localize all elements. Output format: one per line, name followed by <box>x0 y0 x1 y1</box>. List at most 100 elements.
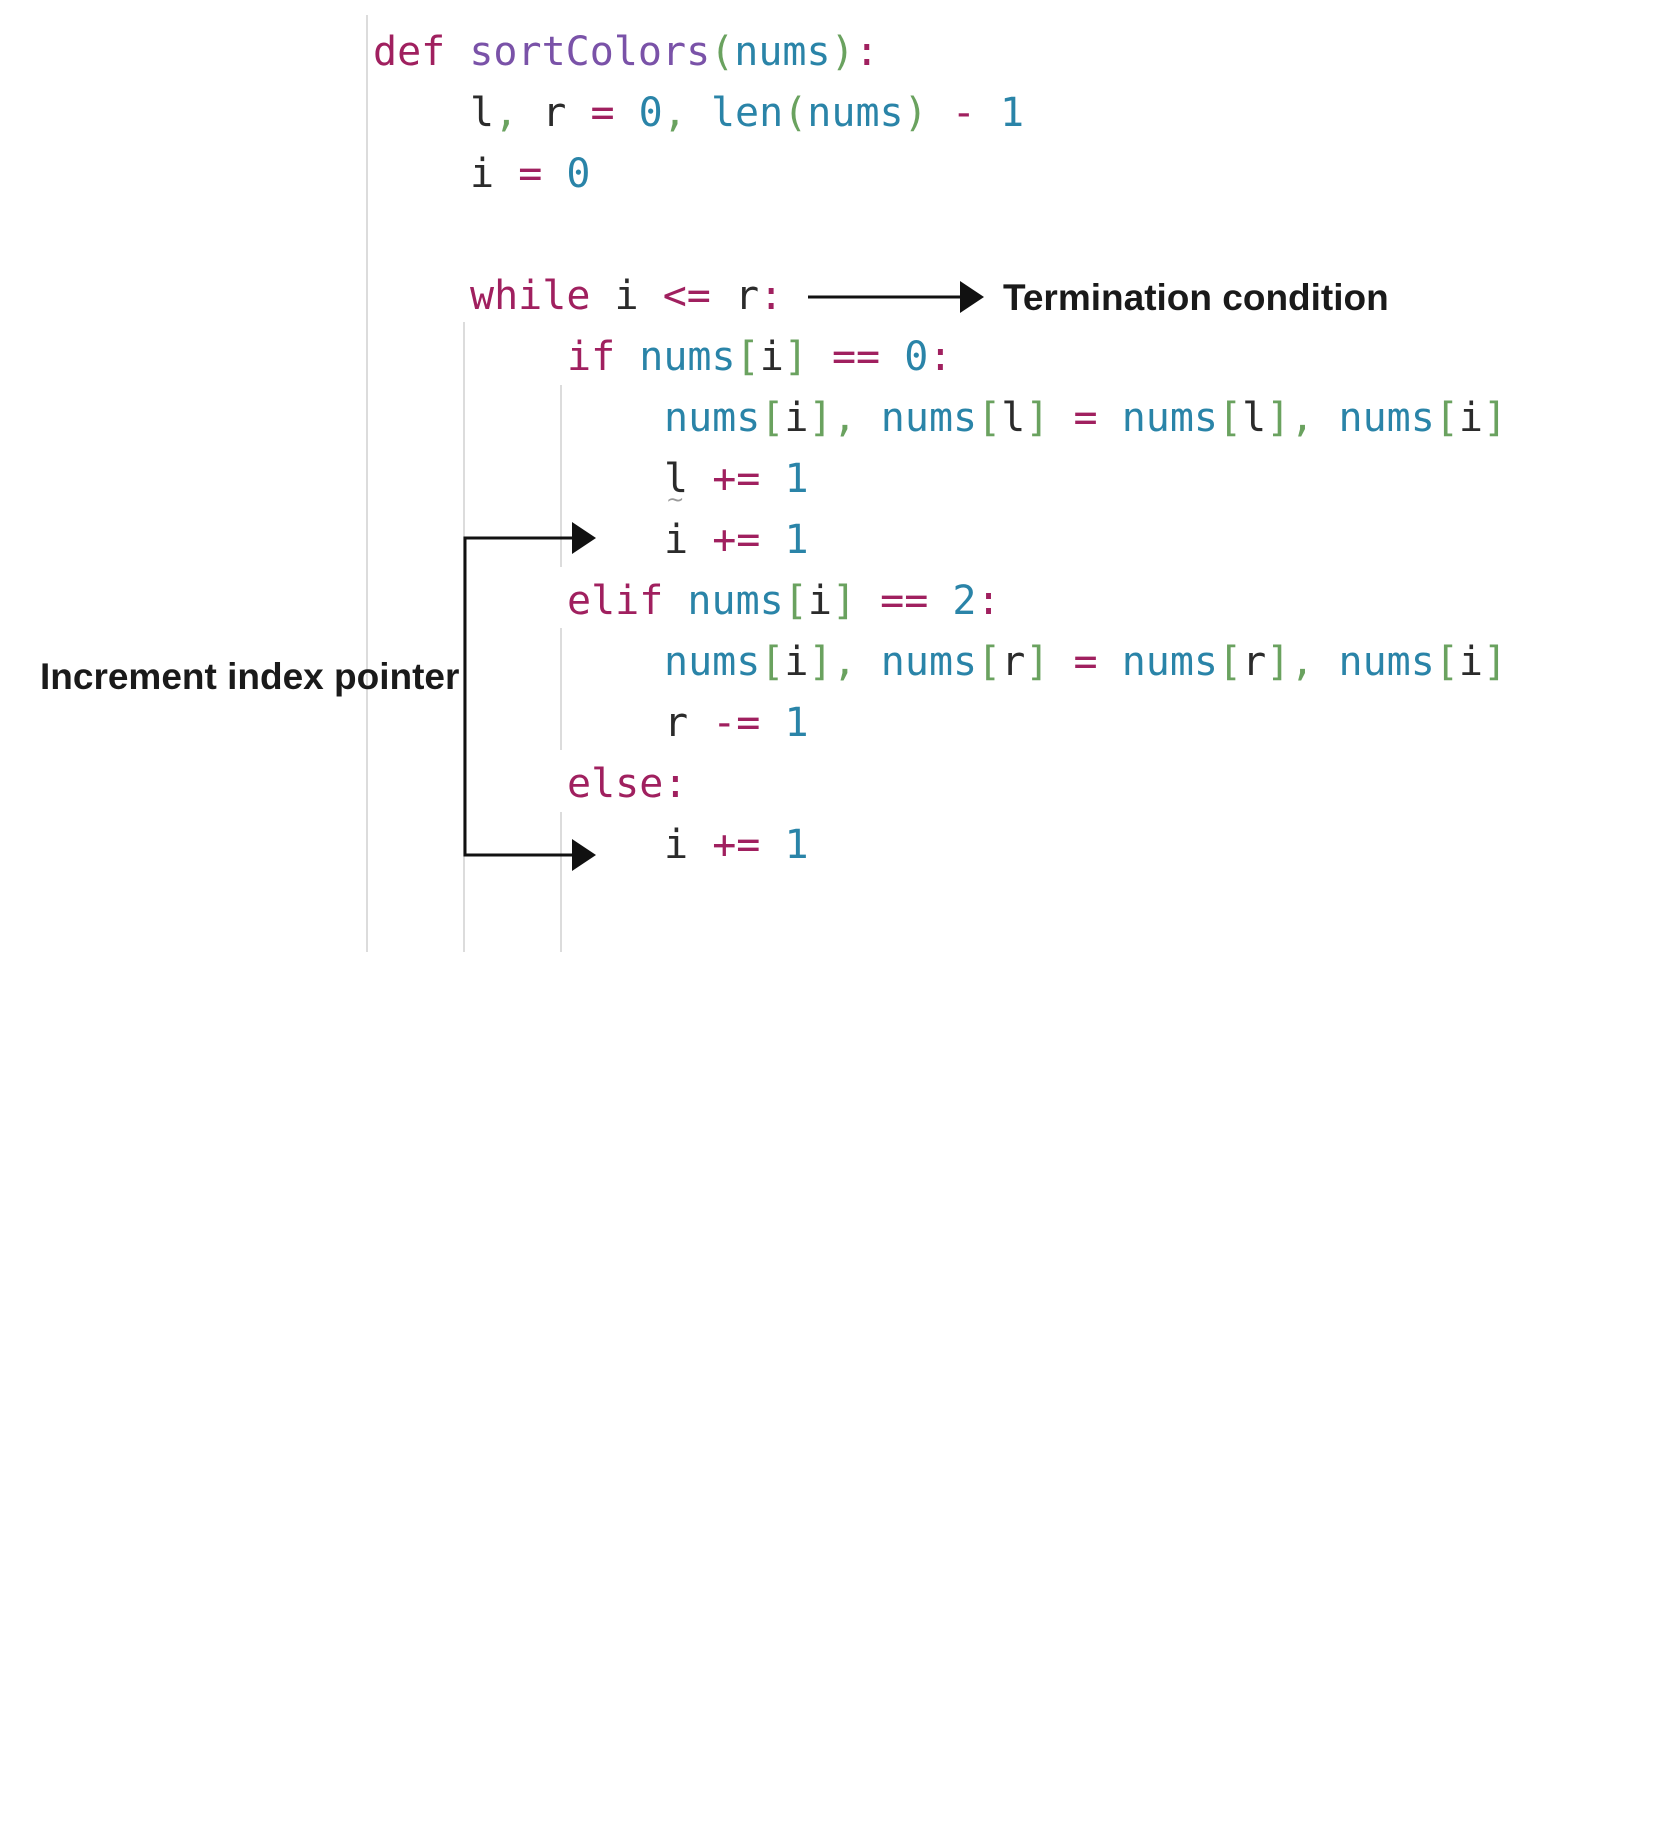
var-nums: nums <box>807 90 904 136</box>
function-name: sortColors <box>469 29 711 75</box>
colon: : <box>976 578 1001 624</box>
compare-op: <= <box>662 273 711 319</box>
var-i: i <box>1458 395 1483 441</box>
var-r: r <box>1242 639 1267 685</box>
code-line-if: if nums[i] == 0: <box>567 325 952 391</box>
num-0: 0 <box>638 90 663 136</box>
keyword-while: while <box>470 273 591 319</box>
keyword-elif: elif <box>567 578 664 624</box>
minus-op: - <box>951 90 976 136</box>
paren: ) <box>903 90 928 136</box>
var-nums: nums <box>1121 639 1219 685</box>
num-2: 2 <box>952 578 977 624</box>
comma: , <box>832 395 857 441</box>
bracket: [ <box>1434 395 1459 441</box>
var-i: i <box>1458 639 1483 685</box>
assign-op: = <box>518 151 543 197</box>
paren: ( <box>783 90 808 136</box>
var-i: i <box>784 639 809 685</box>
colon: : <box>663 761 688 807</box>
indent-guide-elif <box>560 628 562 750</box>
code-line-swap-left: nums[i], nums[l] = nums[l], nums[i] <box>664 386 1507 452</box>
bracket: ] <box>808 395 833 441</box>
assign-op: = <box>590 90 615 136</box>
var-nums: nums <box>664 395 761 441</box>
num-1: 1 <box>784 822 809 868</box>
keyword-if: if <box>567 334 616 380</box>
var-nums: nums <box>1338 395 1435 441</box>
bracket: [ <box>735 334 760 380</box>
code-line-def: def sortColors(nums): <box>373 20 879 86</box>
keyword-def: def <box>373 29 446 75</box>
annotation-increment-index-pointer: Increment index pointer <box>40 656 460 697</box>
colon: : <box>759 273 784 319</box>
bracket: ] <box>831 578 857 624</box>
var-nums: nums <box>664 639 761 685</box>
bracket: [ <box>783 578 808 624</box>
num-1: 1 <box>784 456 809 502</box>
bracket: ] <box>808 639 833 685</box>
var-i: i <box>664 822 689 868</box>
bracket: [ <box>1218 395 1243 441</box>
var-r: r <box>1001 639 1026 685</box>
bracket: ] <box>1483 395 1508 441</box>
var-l: l <box>1001 395 1026 441</box>
comma: , <box>1290 395 1315 441</box>
num-1: 1 <box>999 90 1025 136</box>
keyword-else: else <box>567 761 664 807</box>
equality-op: == <box>880 578 929 624</box>
colon: : <box>854 29 879 75</box>
code-line-elif: elif nums[i] == 2: <box>567 569 1001 635</box>
equality-op: == <box>831 334 881 380</box>
param-nums: nums <box>734 29 831 75</box>
indent-guide-function <box>366 15 368 952</box>
code-block: def sortColors(nums): l, r = 0, len(nums… <box>0 0 1507 1834</box>
indent-guide-if <box>560 385 562 567</box>
var-i: i <box>614 273 639 319</box>
annotation-termination-condition: Termination condition <box>1003 277 1389 318</box>
code-line-r-decrement: r -= 1 <box>664 691 809 757</box>
bracket: ] <box>1025 395 1050 441</box>
plus-assign-op: += <box>712 517 761 563</box>
num-0: 0 <box>904 334 929 380</box>
bracket: ] <box>1483 639 1508 685</box>
num-1: 1 <box>784 700 809 746</box>
code-diagram: def sortColors(nums): l, r = 0, len(nums… <box>40 15 1507 952</box>
var-r: r <box>542 90 567 136</box>
paren: ( <box>710 29 735 75</box>
var-i: i <box>807 578 832 624</box>
bracket: [ <box>1218 639 1243 685</box>
code-line-else: else: <box>567 752 687 818</box>
var-l: l <box>470 90 495 136</box>
indent-guide-while <box>463 322 465 952</box>
var-l: l <box>664 456 689 502</box>
bracket: [ <box>977 395 1002 441</box>
bracket: ] <box>1266 639 1291 685</box>
comma: , <box>662 90 687 136</box>
minus-assign-op: -= <box>712 700 761 746</box>
bracket: [ <box>760 639 785 685</box>
bracket: ] <box>783 334 808 380</box>
code-line-swap-right: nums[i], nums[r] = nums[r], nums[i] <box>664 630 1507 696</box>
var-nums: nums <box>687 578 784 624</box>
comma: , <box>1290 639 1315 685</box>
comma: , <box>494 90 519 136</box>
assign-op: = <box>1073 395 1098 441</box>
var-nums: nums <box>880 639 978 685</box>
bracket: [ <box>1434 639 1459 685</box>
indent-guide-else <box>560 812 562 952</box>
num-0: 0 <box>566 151 591 197</box>
bracket: ] <box>1025 639 1050 685</box>
code-line-while: while i <= r: <box>470 264 783 330</box>
plus-assign-op: += <box>712 456 761 502</box>
var-nums: nums <box>1338 639 1435 685</box>
code-line-i-increment-else: i += 1 <box>664 813 809 879</box>
bracket: ] <box>1266 395 1291 441</box>
builtin-len: len <box>710 90 784 136</box>
plus-assign-op: += <box>712 822 761 868</box>
paren: ) <box>830 29 855 75</box>
var-l: l <box>1242 395 1267 441</box>
num-1: 1 <box>784 517 809 563</box>
code-line-l-increment: l += 1 <box>664 447 809 513</box>
var-r: r <box>734 273 760 319</box>
